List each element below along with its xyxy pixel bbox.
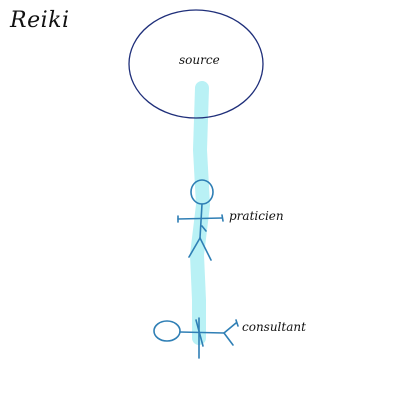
practitioner-label: praticien xyxy=(229,209,284,223)
source-ellipse-icon xyxy=(128,9,264,119)
client-label: consultant xyxy=(242,320,306,334)
diagram-title: Reiki xyxy=(10,8,70,33)
practitioner-figure-icon xyxy=(177,179,224,261)
client-figure-icon xyxy=(153,317,239,359)
source-label: source xyxy=(179,53,220,67)
